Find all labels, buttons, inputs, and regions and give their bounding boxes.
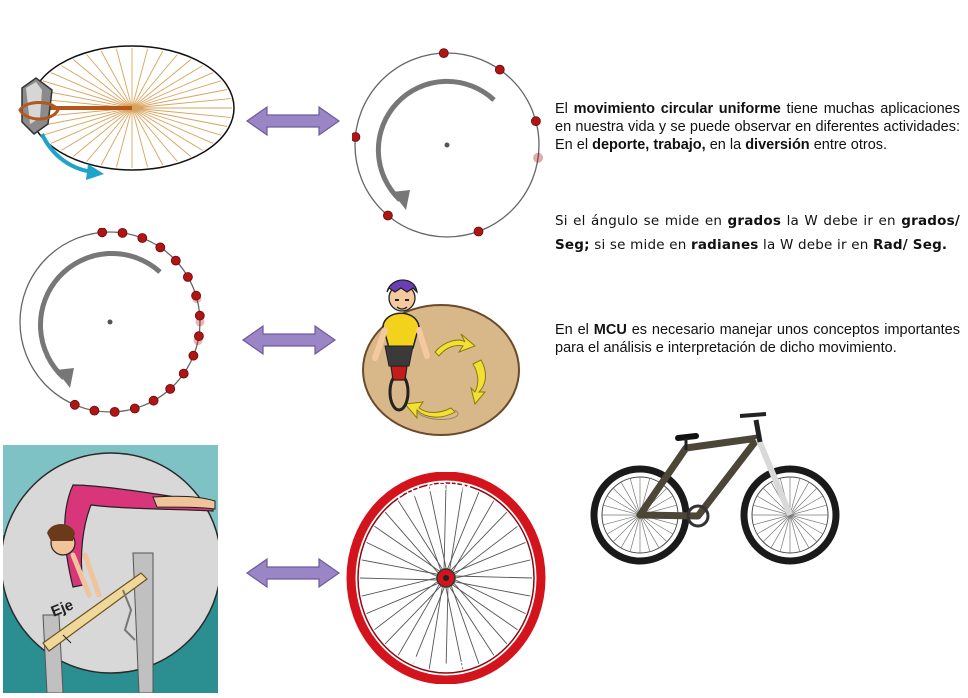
motion-bead (178, 368, 189, 379)
motion-bead (137, 233, 148, 243)
motion-bead (193, 336, 203, 346)
motion-bead (533, 152, 544, 163)
double-arrow-icon (245, 105, 341, 137)
motion-bead (530, 116, 541, 127)
double-arrow-2 (241, 323, 337, 357)
motion-bead (194, 310, 205, 321)
paragraph-mcu-concepts: En el MCU es necesario manejar unos conc… (555, 322, 960, 356)
cyclist-icon (362, 279, 520, 436)
gymnast-figure: Eje (3, 445, 218, 693)
motion-bead (165, 383, 176, 394)
motion-bead (89, 405, 100, 416)
motion-bead (193, 331, 204, 341)
circular-motion-icon (19, 228, 205, 417)
gymnast-icon (3, 445, 218, 693)
motion-bead (117, 228, 128, 238)
circular-motion-icon (352, 48, 544, 238)
double-arrow-icon (241, 324, 337, 356)
motion-bead (473, 226, 484, 237)
motion-bead (170, 255, 181, 266)
motion-bead (383, 210, 393, 221)
motion-bead (182, 272, 193, 282)
motion-bead (195, 317, 205, 327)
sling-icon (18, 45, 235, 180)
motion-bead (129, 403, 140, 414)
double-arrow-1 (245, 104, 341, 138)
paragraph-angular-units: Si el ángulo se mide en grados la W debe… (555, 213, 960, 253)
motion-bead (494, 64, 505, 75)
bicycle-icon (590, 412, 840, 565)
double-arrow-icon (245, 557, 341, 589)
bicycle-wheel-icon: FULCRUM RED FIRE (346, 472, 546, 684)
circle-motion-few (352, 40, 552, 240)
motion-bead (97, 228, 108, 238)
bicycle-wheel-figure: FULCRUM RED FIRE (346, 472, 546, 684)
motion-bead (352, 132, 361, 142)
double-arrow-3 (245, 556, 341, 590)
motion-bead (191, 290, 202, 301)
circle-motion-many (14, 228, 214, 423)
motion-bead (438, 48, 449, 59)
sling-figure (12, 38, 237, 188)
motion-bead (148, 395, 159, 406)
bicycle-figure (588, 398, 843, 573)
wheel-model-label: RED FIRE (410, 655, 476, 675)
motion-bead (188, 350, 199, 361)
motion-bead (155, 242, 166, 253)
svg-text:RED FIRE: RED FIRE (410, 655, 478, 675)
motion-bead (69, 399, 80, 410)
motion-bead (109, 406, 120, 417)
motion-bead (192, 294, 202, 304)
paragraph-mcu-applications: El movimiento circular uniforme tiene mu… (555, 101, 960, 153)
cyclist-figure (355, 270, 525, 440)
